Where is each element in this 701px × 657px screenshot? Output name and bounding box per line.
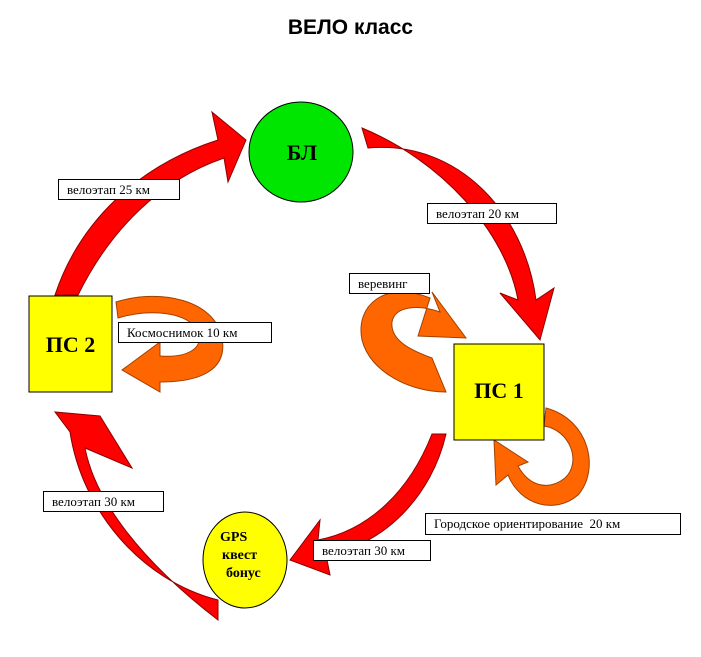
stage-label-ps1-to-gps: велоэтап 30 км: [313, 540, 431, 561]
node-gps-line2: квест: [222, 548, 258, 563]
node-gps-line3: бонус: [226, 566, 261, 581]
arrow-ps1-to-gps: [289, 433, 447, 576]
node-ps2-label: ПС 2: [45, 332, 96, 357]
loop-label-ps1-top: веревинг: [349, 273, 430, 294]
loop-arrow-ps1-top: [360, 291, 468, 393]
stage-label-bl-to-ps1: велоэтап 20 км: [427, 203, 557, 224]
node-gps: [202, 511, 288, 609]
arrow-bl-to-ps1: [361, 127, 555, 342]
node-ps1-label: ПС 1: [474, 378, 524, 403]
loop-arrow-ps2: [115, 295, 224, 393]
stage-label-ps2-to-bl: велоэтап 25 км: [58, 179, 180, 200]
node-gps-line1: GPS: [220, 530, 248, 545]
loop-arrow-ps1-bottom: [493, 407, 590, 506]
arrow-ps2-to-bl: [54, 110, 247, 296]
node-bl: [248, 101, 354, 203]
node-ps1: [453, 343, 545, 441]
arrow-gps-to-ps2: [53, 411, 219, 622]
page-title: ВЕЛО класс: [287, 16, 414, 39]
loop-label-ps1-bottom: Городское ориентирование 20 км: [425, 513, 681, 535]
loop-label-ps2: Космоснимок 10 км: [118, 322, 272, 343]
node-ps2: [28, 295, 113, 393]
node-bl-label: БЛ: [286, 140, 318, 165]
stage-label-gps-to-ps2: велоэтап 30 км: [43, 491, 164, 512]
